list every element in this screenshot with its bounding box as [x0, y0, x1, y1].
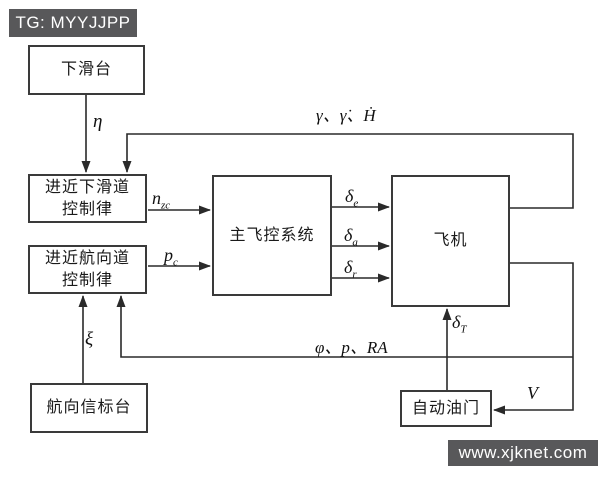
- block-label: 自动油门: [411, 399, 480, 417]
- signal-main: δ: [344, 225, 353, 245]
- signal-main: δ: [345, 186, 354, 206]
- watermark-top-banner: TG: MYYJJPP: [9, 9, 137, 37]
- signal-label-delta-a: δa: [344, 225, 358, 249]
- signal-label-v: V: [527, 383, 538, 403]
- signal-label-pc: pc: [164, 245, 178, 269]
- block-autothrottle: 自动油门: [400, 390, 492, 427]
- signal-main: δ: [344, 257, 353, 277]
- signal-subscript: e: [353, 197, 359, 210]
- signal-main: n: [152, 188, 161, 208]
- signal-label-nzc: nzc: [152, 188, 171, 212]
- block-label: 航向信标台: [46, 399, 132, 417]
- signal-subscript: T: [460, 323, 467, 336]
- watermark-bottom-banner: www.xjknet.com: [448, 440, 598, 466]
- signal-label-delta-r: δr: [344, 257, 357, 281]
- block-label: 下滑台: [60, 61, 112, 79]
- block-label: 飞机: [433, 232, 468, 250]
- signal-label-xi: ξ: [85, 329, 94, 350]
- block-label: 主飞控系统: [229, 226, 315, 244]
- block-label-line1: 进近下滑道: [44, 178, 130, 196]
- block-approach-glidepath-control-law: 进近下滑道 控制律: [28, 174, 147, 223]
- block-approach-localizer-control-law: 进近航向道 控制律: [28, 245, 147, 294]
- signal-label-eta: η: [93, 111, 103, 132]
- block-localizer-beacon-station: 航向信标台: [30, 383, 148, 433]
- wire-phi-feedback: [116, 295, 573, 358]
- signal-subscript: c: [173, 256, 178, 269]
- signal-subscript: a: [352, 236, 358, 249]
- signal-label-phi-feedback: φ、p、RA: [315, 338, 388, 357]
- block-glide-slope-station: 下滑台: [28, 45, 145, 95]
- block-label-line2: 控制律: [61, 200, 113, 218]
- block-label-line2: 控制律: [61, 271, 113, 289]
- wire-v: [493, 262, 574, 415]
- block-label-line1: 进近航向道: [44, 249, 130, 267]
- signal-subscript: zc: [161, 199, 171, 212]
- signal-main: δ: [452, 312, 461, 332]
- block-main-flight-control-system: 主飞控系统: [212, 175, 332, 296]
- signal-subscript: r: [352, 268, 357, 281]
- signal-main: p: [164, 245, 173, 265]
- signal-label-gamma-feedback: γ、γ̇、Ḣ: [316, 106, 376, 125]
- signal-label-delta-t: δT: [452, 312, 467, 336]
- block-aircraft: 飞机: [391, 175, 510, 307]
- signal-label-delta-e: δe: [345, 186, 359, 210]
- wire-gamma-feedback: [122, 133, 574, 209]
